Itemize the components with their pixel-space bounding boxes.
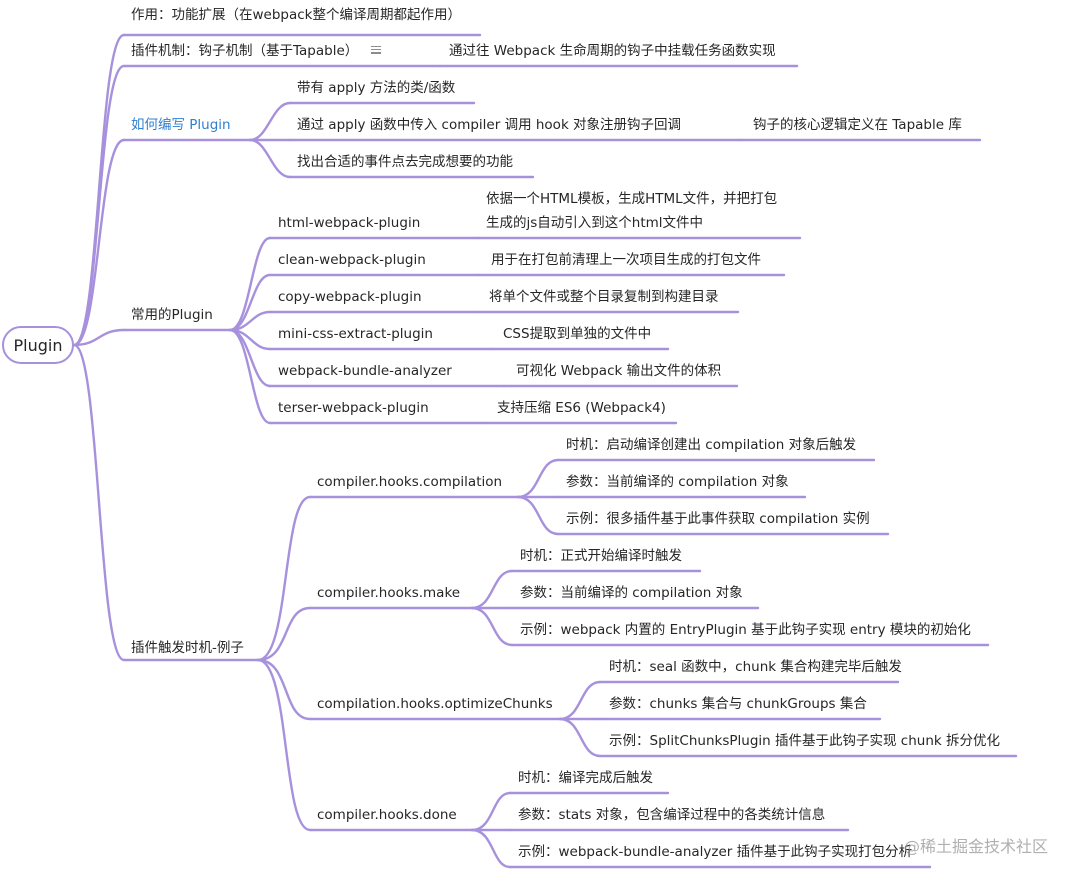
node-hook-make-params[interactable]: 参数：当前编译的 compilation 对象: [520, 585, 743, 601]
node-hook-done-when[interactable]: 时机：编译完成后触发: [518, 770, 653, 786]
node-hook-done-example[interactable]: 示例：webpack-bundle-analyzer 插件基于此钩子实现打包分析: [518, 844, 913, 860]
node-plugin-analyzer-desc[interactable]: 可视化 Webpack 输出文件的体积: [516, 363, 722, 379]
node-plugin-terser-desc[interactable]: 支持压缩 ES6 (Webpack4): [497, 400, 666, 416]
node-role[interactable]: 作用：功能扩展（在webpack整个编译周期都起作用）: [131, 7, 461, 23]
node-plugin-copy-desc[interactable]: 将单个文件或整个目录复制到构建目录: [489, 289, 719, 305]
node-hook-compilation-when[interactable]: 时机：启动编译创建出 compilation 对象后触发: [566, 437, 857, 453]
watermark: @稀土掘金技术社区: [904, 837, 1049, 856]
node-plugin-html[interactable]: html-webpack-plugin: [278, 215, 421, 231]
node-common-plugins[interactable]: 常用的Plugin: [131, 307, 213, 323]
node-howto[interactable]: 如何编写 Plugin: [131, 117, 231, 133]
node-howto-2[interactable]: 通过 apply 函数中传入 compiler 调用 hook 对象注册钩子回调: [297, 117, 682, 133]
node-plugin-terser[interactable]: terser-webpack-plugin: [278, 400, 429, 416]
node-howto-1[interactable]: 带有 apply 方法的类/函数: [297, 80, 456, 96]
node-plugin-copy[interactable]: copy-webpack-plugin: [278, 289, 422, 305]
node-hook-optimizechunks-when[interactable]: 时机：seal 函数中，chunk 集合构建完毕后触发: [609, 659, 902, 675]
root-node[interactable]: Plugin: [2, 326, 74, 364]
node-hook-compilation[interactable]: compiler.hooks.compilation: [317, 474, 503, 490]
node-plugin-minicss[interactable]: mini-css-extract-plugin: [278, 326, 433, 342]
node-hook-optimizechunks-params[interactable]: 参数：chunks 集合与 chunkGroups 集合: [609, 696, 867, 712]
node-hook-make-when[interactable]: 时机：正式开始编译时触发: [520, 548, 682, 564]
node-hook-make-example[interactable]: 示例：webpack 内置的 EntryPlugin 基于此钩子实现 entry…: [520, 622, 971, 638]
node-hook-done[interactable]: compiler.hooks.done: [317, 807, 457, 823]
node-howto-2-note[interactable]: 钩子的核心逻辑定义在 Tapable 库: [753, 117, 962, 133]
node-mechanism[interactable]: 插件机制：钩子机制（基于Tapable）: [131, 43, 359, 59]
node-hook-compilation-params[interactable]: 参数：当前编译的 compilation 对象: [566, 474, 789, 490]
node-plugin-analyzer[interactable]: webpack-bundle-analyzer: [278, 363, 452, 379]
node-howto-3[interactable]: 找出合适的事件点去完成想要的功能: [297, 154, 513, 170]
node-hook-optimizechunks-example[interactable]: 示例：SplitChunksPlugin 插件基于此钩子实现 chunk 拆分优…: [609, 733, 1000, 749]
node-hook-make[interactable]: compiler.hooks.make: [317, 585, 461, 601]
note-icon[interactable]: [371, 44, 381, 56]
node-plugin-html-desc-1[interactable]: 依据一个HTML模板，生成HTML文件，并把打包: [486, 191, 778, 207]
node-plugin-html-desc-2[interactable]: 生成的js自动引入到这个html文件中: [486, 215, 704, 231]
node-trigger-examples[interactable]: 插件触发时机-例子: [131, 640, 244, 656]
node-mechanism-note[interactable]: 通过往 Webpack 生命周期的钩子中挂载任务函数实现: [449, 43, 776, 59]
node-hook-compilation-example[interactable]: 示例：很多插件基于此事件获取 compilation 实例: [566, 511, 870, 527]
node-plugin-clean-desc[interactable]: 用于在打包前清理上一次项目生成的打包文件: [491, 252, 761, 268]
node-hook-done-params[interactable]: 参数：stats 对象，包含编译过程中的各类统计信息: [518, 807, 826, 823]
node-plugin-clean[interactable]: clean-webpack-plugin: [278, 252, 426, 268]
node-plugin-minicss-desc[interactable]: CSS提取到单独的文件中: [503, 326, 652, 342]
node-hook-optimizechunks[interactable]: compilation.hooks.optimizeChunks: [317, 696, 553, 712]
